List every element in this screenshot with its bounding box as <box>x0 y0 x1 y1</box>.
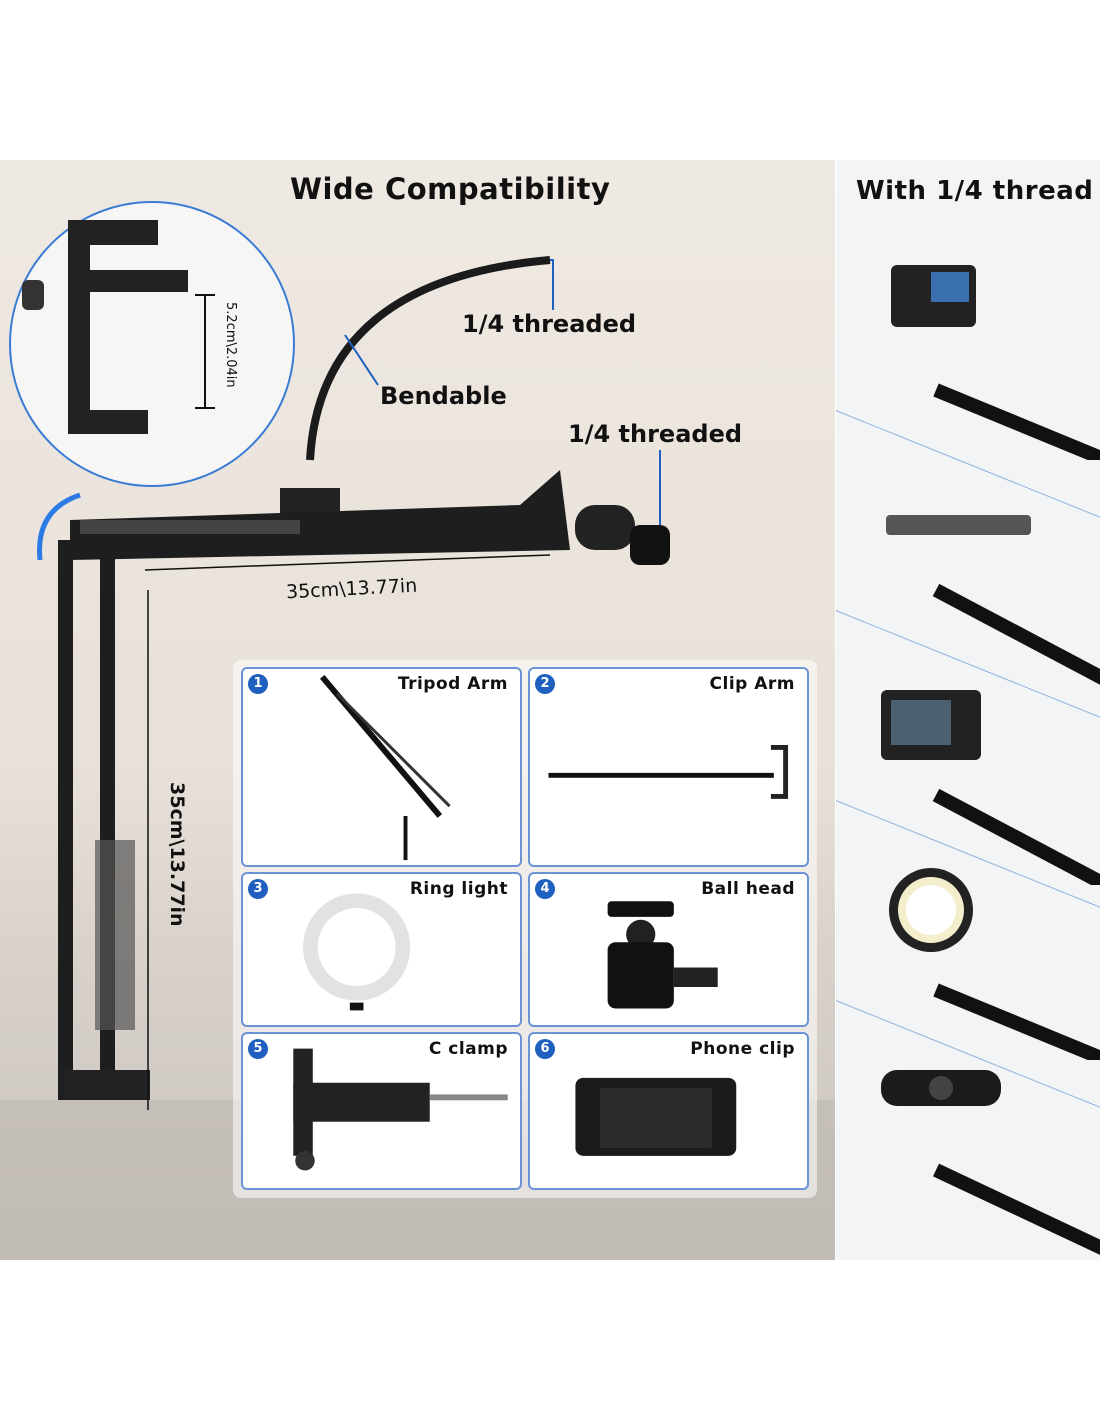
main-product-panel: Wide Compatibility 1/4 threaded Bendable… <box>0 160 835 1260</box>
compatibility-side-panel: With 1/4 thread <box>836 160 1100 1260</box>
phone-mount <box>886 515 1100 685</box>
ring-light-mount <box>889 868 1100 1060</box>
accessory-name: Tripod Arm <box>397 674 508 694</box>
accessories-grid: 1 Tripod Arm 2 Clip Arm 3 Ring light 4 B… <box>233 660 817 1198</box>
bendable-label: Bendable <box>380 382 507 410</box>
accessory-name: Phone clip <box>690 1039 795 1059</box>
threaded-top-label: 1/4 threaded <box>462 310 637 338</box>
clamp-opening-dimension: 5.2cm\2.04in <box>223 302 238 388</box>
threaded-side-label: 1/4 threaded <box>568 420 743 448</box>
number-badge: 6 <box>535 1039 555 1059</box>
pole-height-dimension: 35cm\13.77in <box>166 782 188 927</box>
compact-camera-mount <box>881 690 1100 885</box>
number-badge: 2 <box>535 674 555 694</box>
number-badge: 4 <box>535 879 555 899</box>
accessory-card-phone-clip: 6 Phone clip <box>528 1032 809 1190</box>
side-panel-title: With 1/4 thread <box>856 176 1094 206</box>
number-badge: 3 <box>248 879 268 899</box>
number-badge: 1 <box>248 674 268 694</box>
accessory-name: Clip Arm <box>709 674 795 694</box>
number-badge: 5 <box>248 1039 268 1059</box>
spring <box>80 520 300 534</box>
action-camera-mount <box>891 265 1100 460</box>
accessory-card-clip-arm: 2 Clip Arm <box>528 667 809 867</box>
rotate-arrow-icon <box>37 492 81 561</box>
gooseneck <box>306 256 551 461</box>
accessory-card-ball-head: 4 Ball head <box>528 872 809 1027</box>
main-title: Wide Compatibility <box>290 172 611 206</box>
webcam-mount <box>881 1070 1100 1255</box>
accessory-card-ring-light: 3 Ring light <box>241 872 522 1027</box>
accessory-name: Ring light <box>409 879 508 899</box>
accessory-card-tripod-arm: 1 Tripod Arm <box>241 667 522 867</box>
accessory-name: Ball head <box>701 879 795 899</box>
accessory-card-c-clamp: 5 C clamp <box>241 1032 522 1190</box>
accessory-name: C clamp <box>428 1039 508 1059</box>
